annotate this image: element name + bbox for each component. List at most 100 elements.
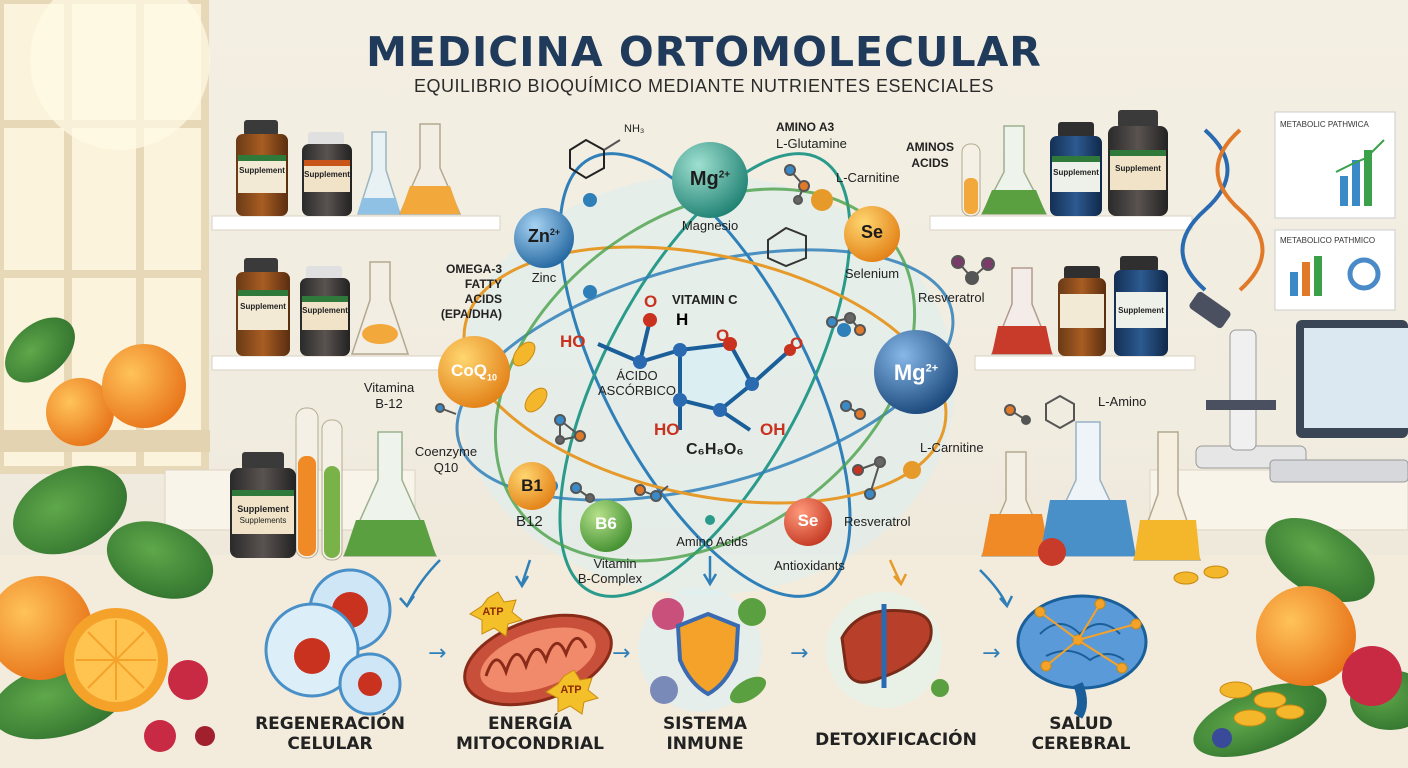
o-top-label: O [644,292,658,311]
jar-label: Supplement [239,166,285,175]
outcome-line: CEREBRAL [1031,734,1131,754]
antioxidants-label: Antioxidants [774,558,845,573]
b6-symbol: B6 [595,514,617,533]
computer-monitor [1269,320,1408,483]
selenium-sphere-bottom [784,498,832,546]
brain-icon [1016,594,1148,719]
outcome-regeneracion: REGENERACIÓN CELULAR [240,714,420,754]
softgel-capsules [512,341,548,413]
softgel-capsules [1173,565,1305,727]
supplement-jar [1058,266,1106,356]
supplement-jar [1108,110,1168,216]
selenium-bottom-symbol: Se [797,511,819,530]
selenium-sphere-top [844,206,900,262]
o-right-label: O [790,334,804,353]
outcome-line: DETOXIFICACIÓN [815,730,977,750]
o-ring-label: O [716,326,730,345]
magnesium-label: Magnesio [681,218,739,233]
atp-badge: ATP [482,606,504,618]
dna-helix [1180,128,1265,292]
molecule-fragments [435,138,1075,503]
supplement-jar [300,266,350,356]
blueberry [1212,728,1232,748]
mitochondria-icon [463,591,613,715]
pathway-panel-bottom [1274,229,1396,311]
jar-label: Supplement [302,306,348,315]
supplement-jar [236,120,288,216]
jar-sublabel: Supplements [239,516,287,525]
page-subtitle: EQUILIBRIO BIOQUÍMICO MEDIANTE NUTRIENTE… [413,76,995,96]
zinc-sphere [514,208,574,268]
l-carnitine-right-label: L-Carnitine [920,440,984,455]
b1-sphere [508,462,556,510]
coenzyme-label-2: Q10 [433,460,459,475]
orange [102,344,186,428]
omega-label-4: (EPA/DHA) [440,307,502,321]
outcome-line: SALUD [1049,714,1113,734]
supplement-jar [236,258,290,356]
spinach-leaves [0,317,214,740]
magnesium-right-symbol: Mg2+ [893,360,939,385]
jar-label: Supplement [1118,306,1164,315]
flask [398,123,462,215]
orbit-beads [546,189,921,525]
flask [342,431,438,557]
flask [980,451,1052,557]
b-complex-label: B-Complex [577,571,643,586]
vitamina-label-1: Vitamina [363,380,415,395]
amino-a3-label: AMINO A3 [776,120,835,134]
test-tube [321,419,343,561]
liver-icon [826,592,949,708]
arrow-icon: → [612,641,630,666]
orange [1256,586,1356,686]
l-glutamine-label: L-Glutamine [776,136,847,151]
ho-bottom-label: HO [654,420,680,439]
vitamina-label-2: B-12 [375,396,403,411]
jar-label: Supplement [1053,168,1099,177]
zinc-label: Zinc [531,270,557,285]
jar-label: Supplement [240,302,286,311]
b6-sphere [580,500,632,552]
aminos-label: AMINOS [906,140,954,154]
vitamin-label: Vitamin [593,556,637,571]
resveratrol-right-label: Resveratrol [918,290,985,305]
orange [46,378,114,446]
omega-label-1: OMEGA-3 [445,262,502,276]
jar-label: Supplement [237,504,289,514]
coq10-sphere [438,336,510,408]
jar-label: Supplement [304,170,350,179]
coq10-symbol: CoQ10 [451,361,497,383]
microscope [1189,291,1307,469]
orange-half [64,608,168,712]
outcome-line: ENERGÍA [488,714,572,734]
acids-label: ACIDS [911,156,949,170]
outcome-line: CELULAR [287,734,373,754]
supplement-jar [1050,122,1102,216]
outcome-line: REGENERACIÓN [255,714,405,734]
arrow-icon: → [790,641,808,666]
outcome-line: INMUNE [666,734,744,754]
supplement-jar [230,452,296,558]
outcome-detoxificacion: DETOXIFICACIÓN [806,730,986,750]
ascorbico-label: ASCÓRBICO [597,383,676,398]
jar-label: Supplement [1115,164,1161,173]
amino-acids-label: Amino Acids [676,534,748,549]
acido-label: ÁCIDO [616,368,658,383]
ho-left-label: HO [560,332,586,351]
outcome-energia: ENERGÍA MITOCONDRIAL [440,714,620,754]
flask [980,125,1048,215]
atp-badge: ATP [560,684,582,696]
supplement-jar [302,132,352,216]
outcome-line: MITOCONDRIAL [456,734,604,754]
omega-label-2: FATTY [464,277,502,291]
pathway-panel-top [1274,111,1396,219]
arrow-icon: → [982,641,1000,666]
page-title: MEDICINA ORTOMOLECULAR [366,28,1042,76]
outcome-sistema: SISTEMA INMUNE [620,714,790,754]
omega-label-3: ACIDS [464,292,502,306]
selenium-label: Selenium [844,266,900,281]
panel-title-top: METABOLIC PATHWICA [1280,120,1369,129]
b12-label: B12 [516,513,543,530]
outcome-line: SISTEMA [662,714,748,734]
